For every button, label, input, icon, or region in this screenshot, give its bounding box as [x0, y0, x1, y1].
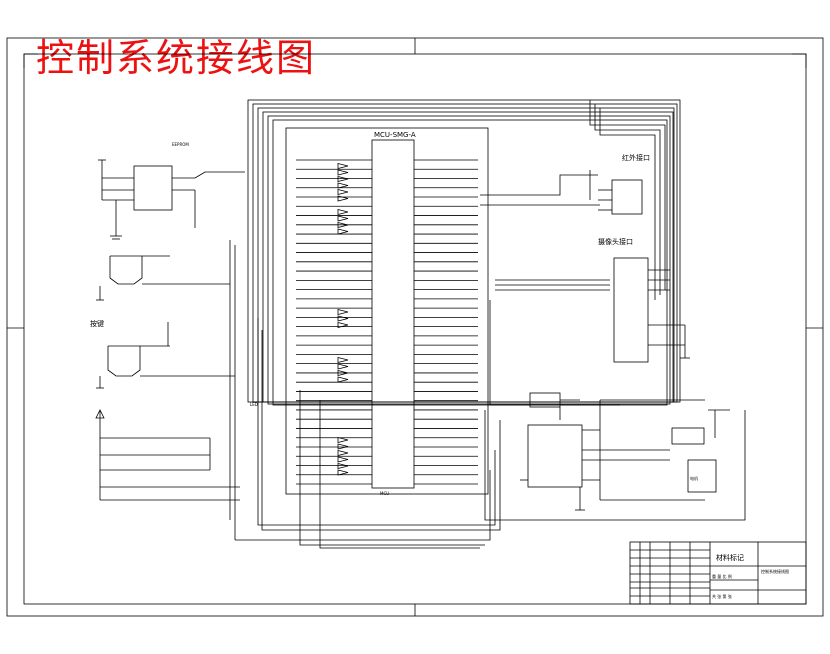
- signal-buffer: [337, 443, 349, 450]
- motor-driver: 电机: [520, 392, 730, 511]
- signal-buffer: [337, 169, 349, 176]
- signal-buffer: [337, 321, 349, 329]
- signal-buffer: [337, 182, 349, 189]
- signal-buffer: [337, 162, 349, 170]
- motor-label: 电机: [690, 475, 698, 481]
- signal-buffer: [337, 369, 349, 377]
- mcu-footer: MCU: [380, 491, 389, 496]
- keypad-label: 按键: [90, 319, 104, 328]
- signal-buffer: [337, 436, 349, 444]
- signal-buffer: [337, 221, 349, 229]
- title-block-drawing-name: 控制系统接线图: [761, 568, 789, 574]
- signal-buffer: [337, 449, 349, 457]
- mcu-pins-right: [414, 159, 478, 485]
- signal-buffer: [337, 215, 349, 222]
- signal-buffer: [337, 456, 349, 463]
- camera-port: 摄像头接口: [598, 237, 690, 363]
- infrared-port: 红外接口: [589, 153, 650, 215]
- signal-buffer: [337, 315, 349, 322]
- signal-buffer: [337, 469, 349, 476]
- eeprom-circuit: EEPROM: [98, 142, 245, 240]
- title-block: 材料标记 控制系统接线图 重 量 比 例 共 张 第 张: [629, 541, 807, 605]
- title-block-material: 材料标记: [716, 553, 744, 562]
- signal-buffer: [337, 308, 349, 316]
- signal-buffer: [337, 188, 349, 196]
- led-circuit: LED: [95, 402, 258, 501]
- signal-buffer: [337, 376, 349, 383]
- eeprom-label: EEPROM: [172, 142, 189, 147]
- camera-label: 摄像头接口: [598, 237, 633, 246]
- signal-buffer: [337, 208, 349, 216]
- title-block-weight-scale: 重 量 比 例: [712, 573, 732, 579]
- signal-buffer: [337, 363, 349, 370]
- signal-buffer: [337, 462, 349, 470]
- outer-wiring: [229, 99, 746, 549]
- keypad-circuit: 按键: [90, 255, 235, 389]
- signal-buffer: [337, 195, 349, 202]
- infrared-label: 红外接口: [622, 153, 650, 162]
- led-label: LED: [250, 402, 258, 407]
- signal-buffer: [337, 228, 349, 235]
- sheet-title: 控制系统接线图: [36, 36, 317, 80]
- mcu-pins-left: [296, 159, 372, 485]
- mcu-label: MCU-SMG-A: [374, 131, 416, 139]
- signal-buffer: [337, 356, 349, 364]
- title-block-sheet-count: 共 张 第 张: [712, 593, 732, 599]
- signal-buffer: [337, 175, 349, 183]
- mcu-chip: MCU-SMG-A MCU: [285, 127, 489, 496]
- mcu-buffers: [337, 162, 349, 476]
- drawing-frame: [6, 37, 824, 617]
